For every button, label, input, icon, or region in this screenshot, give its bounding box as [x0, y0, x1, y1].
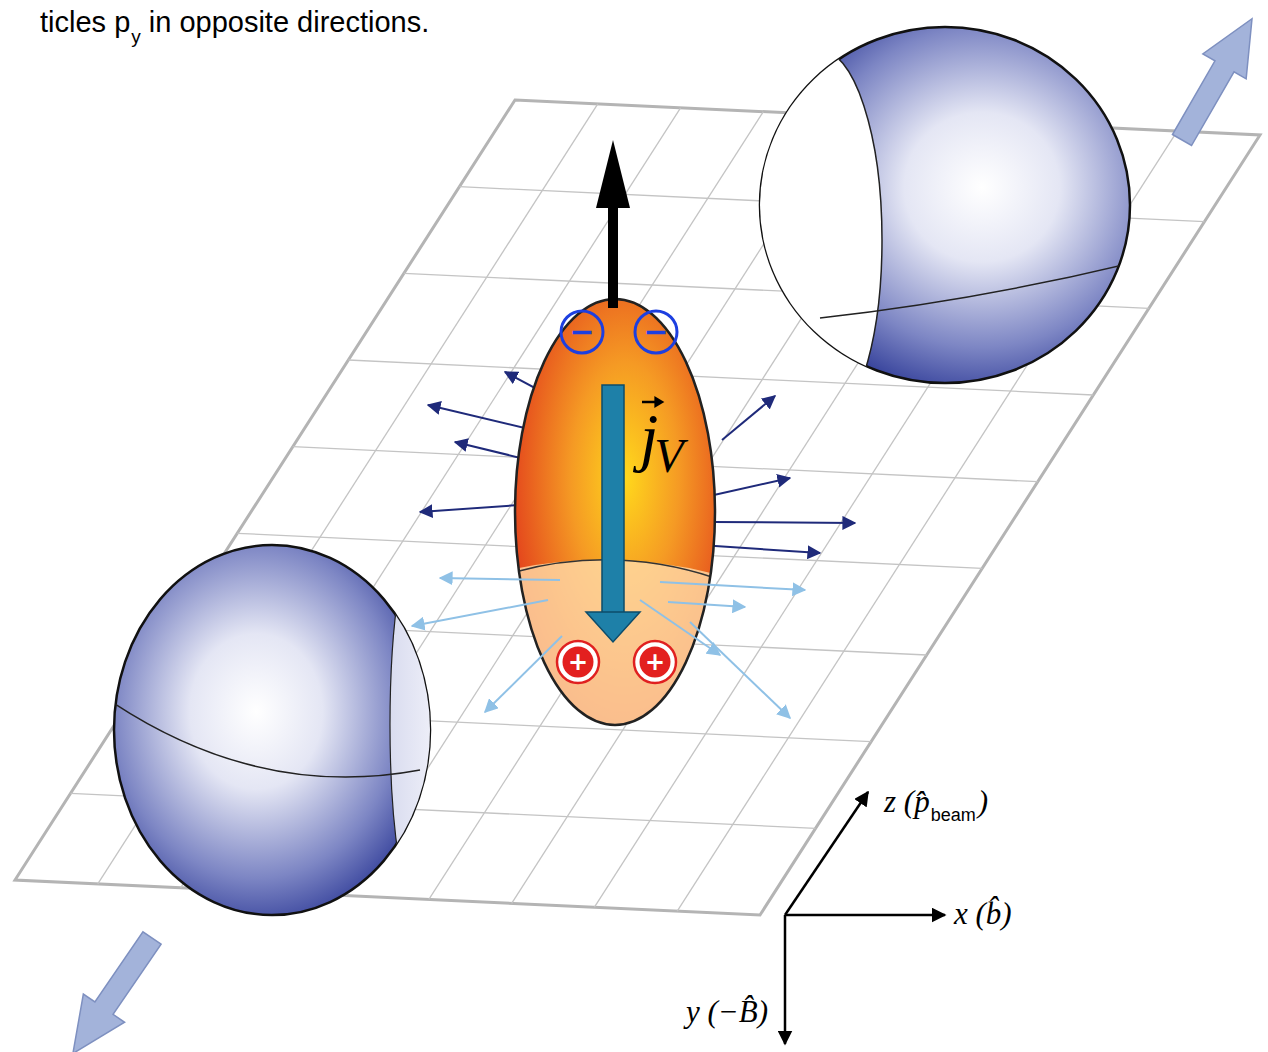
negative-charge: −	[558, 308, 606, 356]
subscript: y	[131, 27, 141, 46]
fireball	[500, 299, 730, 740]
axis-label: z (p̂	[884, 786, 930, 817]
negative-charge: −	[632, 308, 680, 356]
field-arrow	[596, 140, 630, 308]
spectator-nucleus	[758, 27, 1135, 430]
axis-label: )	[978, 786, 988, 817]
subscript: beam	[931, 806, 976, 824]
charge-sign: +	[645, 650, 665, 674]
current-arrow	[586, 385, 640, 642]
spectator-arrow	[52, 924, 172, 1052]
spectator-nucleus	[112, 535, 450, 915]
caption-text: in opposite directions.	[149, 8, 430, 37]
axis-label: x (b̂)	[954, 898, 1012, 929]
vector-arrow-shaft	[642, 401, 656, 404]
coordinate-axes	[785, 792, 945, 1044]
spectator-arrow	[1160, 6, 1268, 152]
charge-sign: −	[643, 317, 668, 347]
charge-sign: −	[569, 317, 594, 347]
caption-text: ticles p	[40, 8, 130, 37]
positive-charge: +	[631, 638, 679, 686]
positive-charge: +	[554, 638, 602, 686]
axis-label: y (−B̂)	[686, 996, 768, 1027]
subscript: V	[654, 432, 683, 480]
charge-sign: +	[568, 650, 588, 674]
